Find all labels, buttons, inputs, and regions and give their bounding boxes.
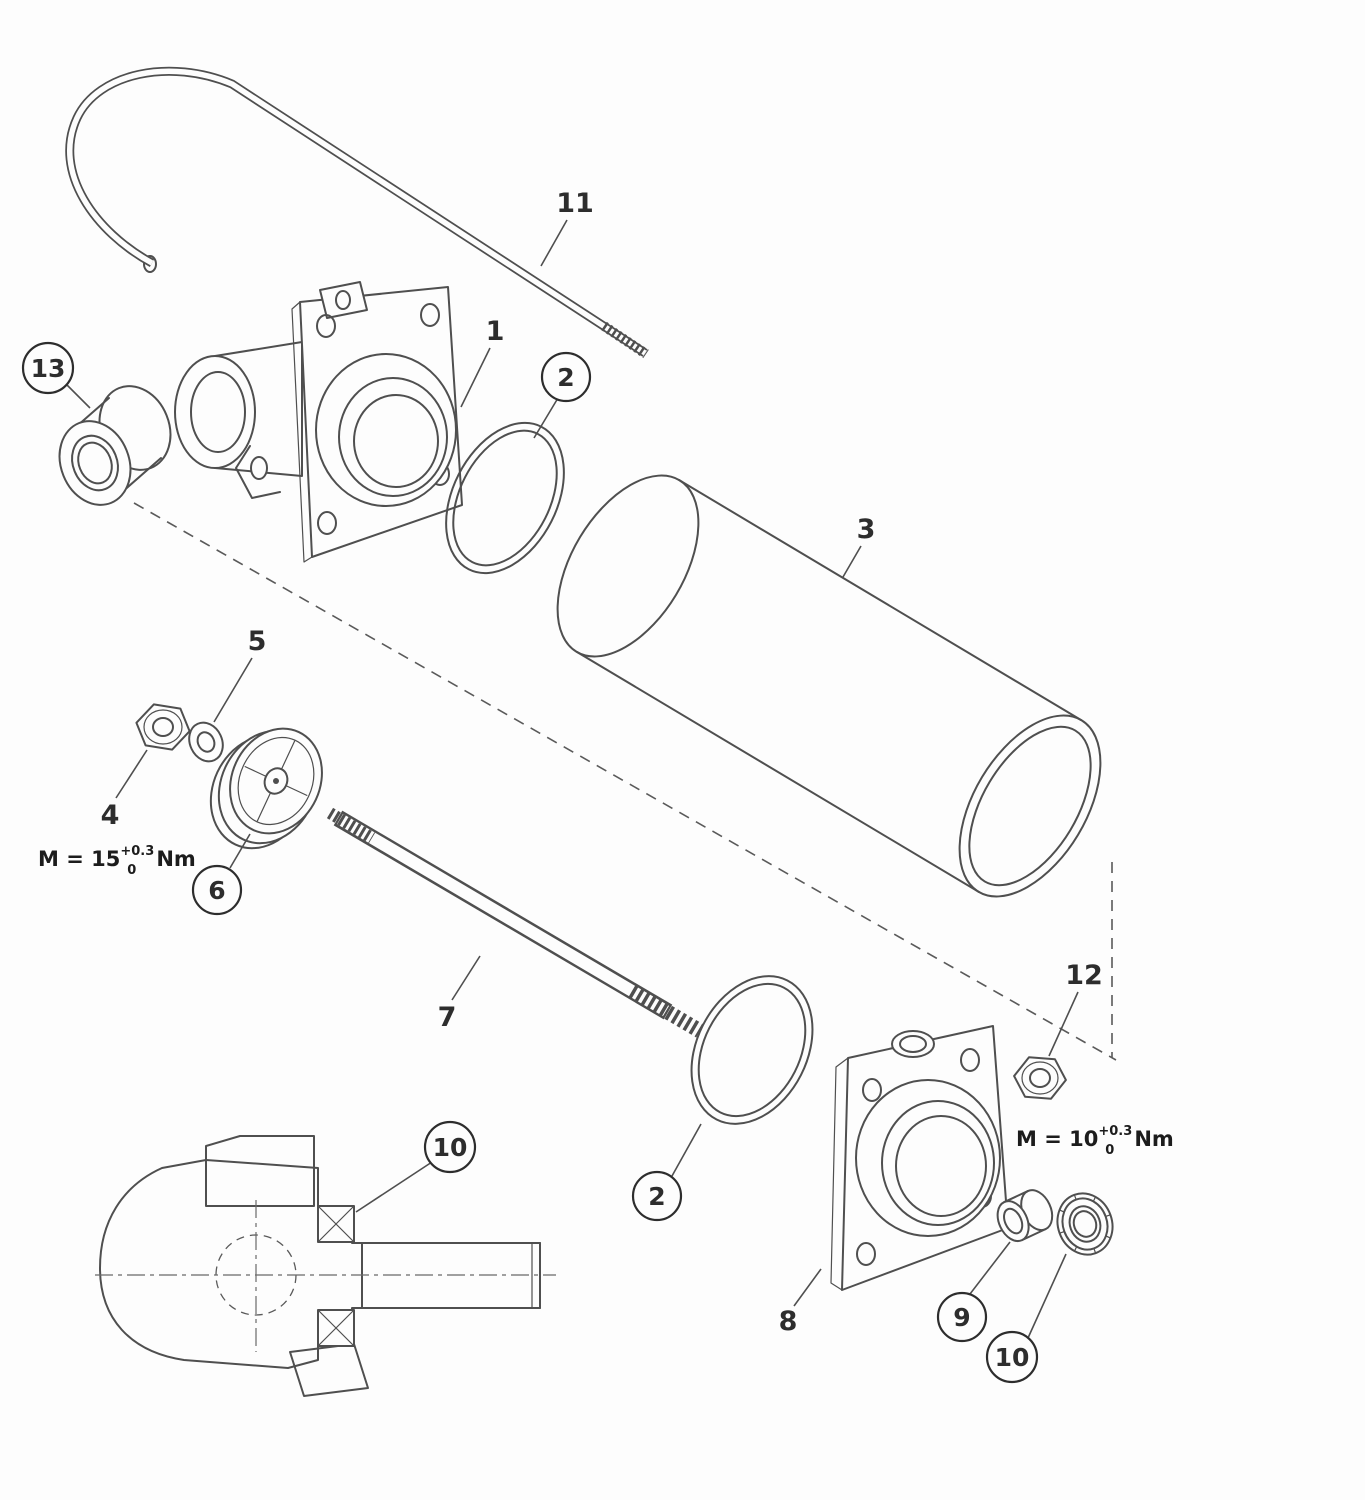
callout-part-7: 7: [438, 955, 481, 1033]
callout-label: 3: [857, 514, 876, 545]
callout-part-11: 11: [540, 188, 594, 267]
callout-label: 8: [779, 1306, 798, 1337]
part-rear-flange: [830, 1025, 1009, 1291]
part-pull-rod: [65, 66, 649, 359]
part-washer: [188, 721, 224, 763]
callout-part-2-rear: 2: [631, 1123, 702, 1222]
part-cylinder-tube: [556, 474, 1102, 898]
callout-label: 1: [486, 316, 505, 347]
callout-label: 2: [557, 363, 574, 392]
callout-label: 4: [101, 800, 120, 831]
part-tie-rod: [326, 807, 704, 1038]
callout-label: 9: [953, 1303, 970, 1332]
sectioned-clamp-block: [205, 1135, 315, 1207]
callout-label: 11: [556, 188, 594, 219]
callout-label: 5: [248, 626, 267, 657]
callout-part-8: 8: [779, 1268, 822, 1337]
bearing-section-lower: [317, 1309, 355, 1347]
callout-label: 12: [1065, 960, 1103, 991]
callout-part-5: 5: [213, 626, 267, 723]
part-guide-bushing: [996, 1189, 1054, 1243]
callout-label: 10: [433, 1133, 468, 1162]
callout-part-10-rear: 10: [985, 1253, 1067, 1384]
callout-part-13: 13: [21, 341, 91, 409]
part-ring-nut: [1056, 1192, 1114, 1256]
part-front-housing: [174, 281, 463, 563]
callout-part-3: 3: [842, 514, 876, 578]
callout-label: 6: [208, 876, 225, 905]
callout-label: 10: [995, 1343, 1030, 1372]
callout-part-1: 1: [460, 316, 505, 408]
part-lock-nut-rear: [1013, 1056, 1067, 1100]
callout-part-2-front: 2: [533, 351, 592, 439]
cross-section-detail: [95, 1135, 556, 1397]
callout-part-10-detail: 10: [355, 1120, 477, 1213]
callout-label: 7: [438, 1002, 457, 1033]
part-spacer-bushing: [58, 385, 172, 506]
part-o-ring-rear: [690, 975, 814, 1125]
callout-label: 2: [648, 1182, 665, 1211]
callout-part-6: 6: [191, 833, 251, 916]
callout-label: 13: [31, 354, 66, 383]
part-valve-disc: [209, 727, 323, 850]
callout-part-4: 4: [101, 749, 148, 831]
assembly-axis-dashed-line: [133, 502, 1117, 1061]
callout-part-12: 12: [1048, 960, 1103, 1057]
callout-part-9: 9: [936, 1241, 1011, 1343]
bearing-section-upper: [317, 1205, 355, 1243]
part-lock-nut-front: [135, 703, 191, 751]
